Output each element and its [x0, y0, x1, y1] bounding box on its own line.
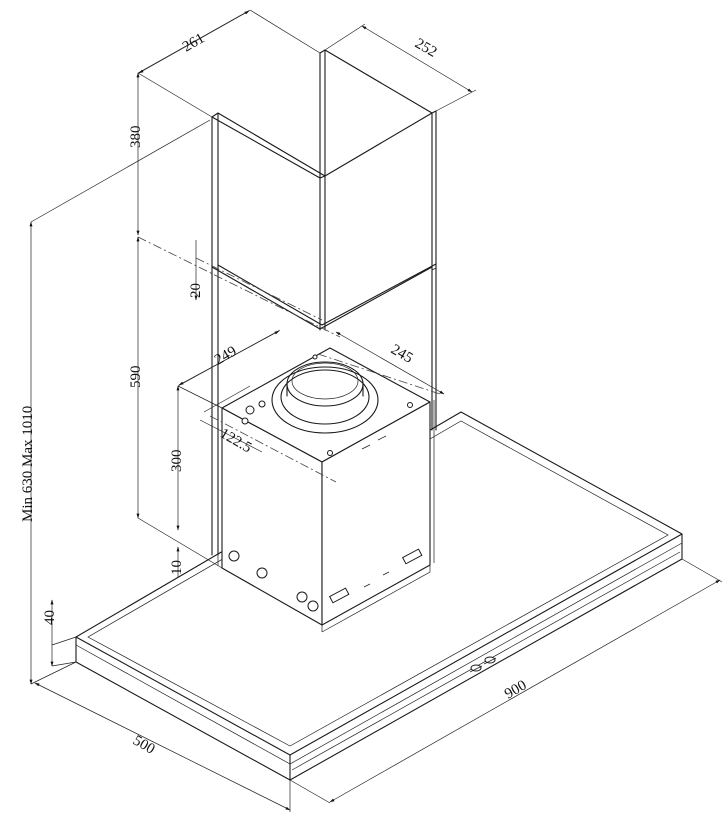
- dim-overlap: 20: [188, 283, 204, 298]
- dim-chimney-depth: 252: [412, 36, 439, 61]
- dim-chimney-width: 261: [180, 30, 207, 55]
- dim-hood-width: 900: [502, 677, 529, 702]
- dimension-lines: [29, 9, 723, 812]
- dim-upper-chimney-height: 380: [128, 126, 144, 149]
- dim-motor-height: 300: [169, 450, 185, 473]
- control-panel: [469, 656, 497, 673]
- dim-canopy-height: 40: [42, 610, 58, 625]
- dim-hood-depth: 500: [130, 733, 157, 758]
- dim-gap: 10: [169, 560, 185, 575]
- dim-motor-depth: 245: [388, 342, 415, 367]
- dim-total-height: Min 630 Max 1010: [20, 406, 36, 522]
- dim-lower-chimney-height: 590: [128, 366, 144, 389]
